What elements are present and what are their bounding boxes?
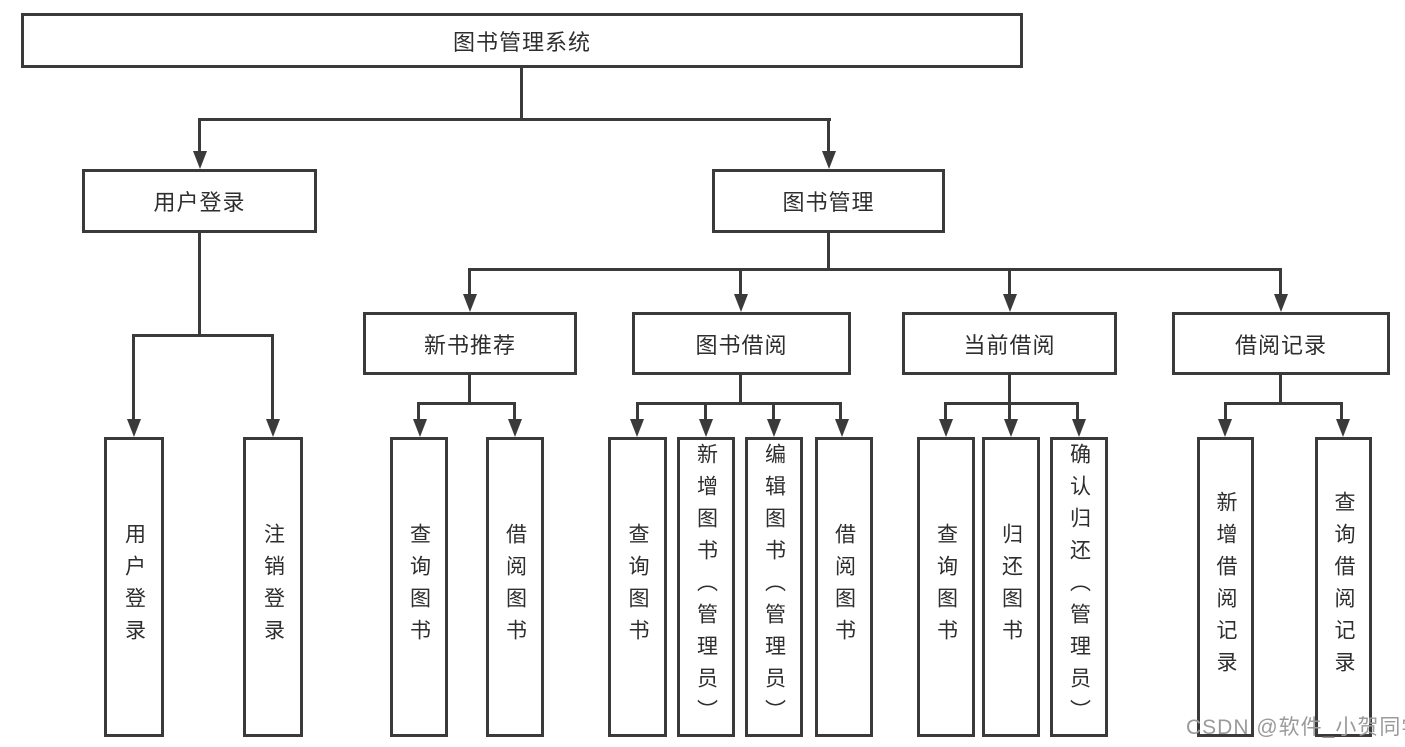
leaf-current-confirm-return-admin: 确认归还（管理员） — [1050, 437, 1108, 737]
leaf-borrowing-borrow-books: 借阅图书 — [815, 437, 873, 737]
leaf-recommend-borrow-books: 借阅图书 — [486, 437, 544, 737]
node-book-management-label: 图书管理 — [782, 190, 875, 215]
arrow-down-icon — [266, 419, 280, 437]
connector-vline — [513, 402, 516, 419]
leaf-current-confirm-return-admin-label: 确认归还（管理员） — [1067, 443, 1091, 731]
arrow-down-icon — [413, 419, 427, 437]
node-new-book-recommend-label: 新书推荐 — [423, 332, 516, 358]
arrow-down-icon — [630, 419, 644, 437]
connector-vline — [132, 334, 135, 419]
connector-vline — [944, 402, 947, 419]
connector-vline — [636, 402, 639, 419]
connector-vline — [772, 402, 775, 419]
arrow-down-icon — [127, 419, 141, 437]
connector-hline — [1224, 402, 1343, 405]
arrow-down-icon — [1274, 294, 1288, 312]
leaf-recommend-query-books: 查询图书 — [390, 437, 448, 737]
leaf-logout: 注销登录 — [243, 437, 303, 737]
connector-vline — [827, 233, 830, 270]
leaf-borrowing-edit-books-admin-label: 编辑图书（管理员） — [762, 443, 786, 731]
connector-vline — [704, 402, 707, 419]
arrow-down-icon — [1004, 419, 1018, 437]
connector-vline — [839, 402, 842, 419]
connector-vline — [1340, 402, 1343, 419]
connector-vline — [271, 334, 274, 419]
node-book-borrowing-label: 图书借阅 — [695, 332, 788, 358]
arrow-down-icon — [699, 419, 713, 437]
arrow-down-icon — [1218, 419, 1232, 437]
leaf-records-add-record-label: 新增借阅记录 — [1214, 491, 1237, 683]
leaf-records-query-record-label: 查询借阅记录 — [1332, 491, 1355, 683]
leaf-borrowing-add-books-admin-label: 新增图书（管理员） — [694, 443, 718, 731]
node-borrowing-records-label: 借阅记录 — [1234, 332, 1327, 358]
leaf-current-return-books: 归还图书 — [982, 437, 1040, 737]
node-book-management: 图书管理 — [712, 169, 945, 233]
connector-vline — [198, 118, 201, 151]
connector-vline — [1279, 375, 1282, 404]
node-current-borrowing-label: 当前借阅 — [963, 332, 1056, 358]
connector-hline — [944, 402, 1079, 405]
node-current-borrowing: 当前借阅 — [902, 312, 1117, 375]
connector-vline — [827, 118, 830, 151]
arrow-down-icon — [767, 419, 781, 437]
leaf-user-login-label: 用户登录 — [122, 523, 146, 651]
node-library-system: 图书管理系统 — [21, 13, 1023, 68]
connector-hline — [636, 402, 842, 405]
connector-vline — [739, 268, 742, 294]
leaf-current-query-books-label: 查询图书 — [934, 523, 958, 651]
leaf-borrowing-edit-books-admin: 编辑图书（管理员） — [745, 437, 803, 737]
connector-vline — [1008, 268, 1011, 294]
arrow-down-icon — [508, 419, 522, 437]
leaf-borrowing-borrow-books-label: 借阅图书 — [832, 523, 856, 651]
leaf-logout-label: 注销登录 — [261, 523, 285, 651]
connector-vline — [1224, 402, 1227, 419]
leaf-records-query-record: 查询借阅记录 — [1315, 437, 1372, 737]
connector-vline — [1008, 375, 1011, 404]
connector-vline — [468, 268, 471, 294]
connector-vline — [739, 375, 742, 404]
node-new-book-recommend: 新书推荐 — [363, 312, 577, 375]
connector-vline — [1076, 402, 1079, 419]
arrow-down-icon — [1336, 419, 1350, 437]
connector-vline — [468, 375, 471, 404]
arrow-down-icon — [939, 419, 953, 437]
leaf-borrowing-add-books-admin: 新增图书（管理员） — [677, 437, 735, 737]
connector-vline — [198, 233, 201, 336]
node-library-system-label: 图书管理系统 — [452, 29, 591, 55]
leaf-records-add-record: 新增借阅记录 — [1197, 437, 1254, 737]
connector-hline — [417, 402, 516, 405]
leaf-recommend-query-books-label: 查询图书 — [407, 523, 431, 651]
leaf-borrowing-query-books: 查询图书 — [608, 437, 667, 737]
leaf-user-login: 用户登录 — [104, 437, 164, 737]
connector-vline — [1279, 268, 1282, 294]
arrow-down-icon — [1003, 294, 1017, 312]
leaf-borrowing-query-books-label: 查询图书 — [626, 523, 649, 651]
connector-vline — [417, 402, 420, 419]
arrow-down-icon — [734, 294, 748, 312]
connector-hline — [468, 268, 1281, 271]
leaf-recommend-borrow-books-label: 借阅图书 — [503, 523, 527, 651]
leaf-current-return-books-label: 归还图书 — [999, 523, 1023, 651]
node-user-login-label: 用户登录 — [153, 190, 246, 215]
node-user-login: 用户登录 — [82, 169, 317, 233]
arrow-down-icon — [822, 151, 836, 169]
arrow-down-icon — [463, 294, 477, 312]
arrow-down-icon — [193, 151, 207, 169]
connector-vline — [520, 68, 523, 120]
node-book-borrowing: 图书借阅 — [632, 312, 851, 375]
arrow-down-icon — [1072, 419, 1086, 437]
node-borrowing-records: 借阅记录 — [1172, 312, 1390, 375]
connector-hline — [198, 118, 831, 121]
leaf-current-query-books: 查询图书 — [917, 437, 975, 737]
connector-vline — [1008, 402, 1011, 419]
arrow-down-icon — [835, 419, 849, 437]
connector-hline — [132, 334, 274, 337]
csdn-watermark: CSDN @软件_小贺同学 — [1186, 716, 1405, 739]
